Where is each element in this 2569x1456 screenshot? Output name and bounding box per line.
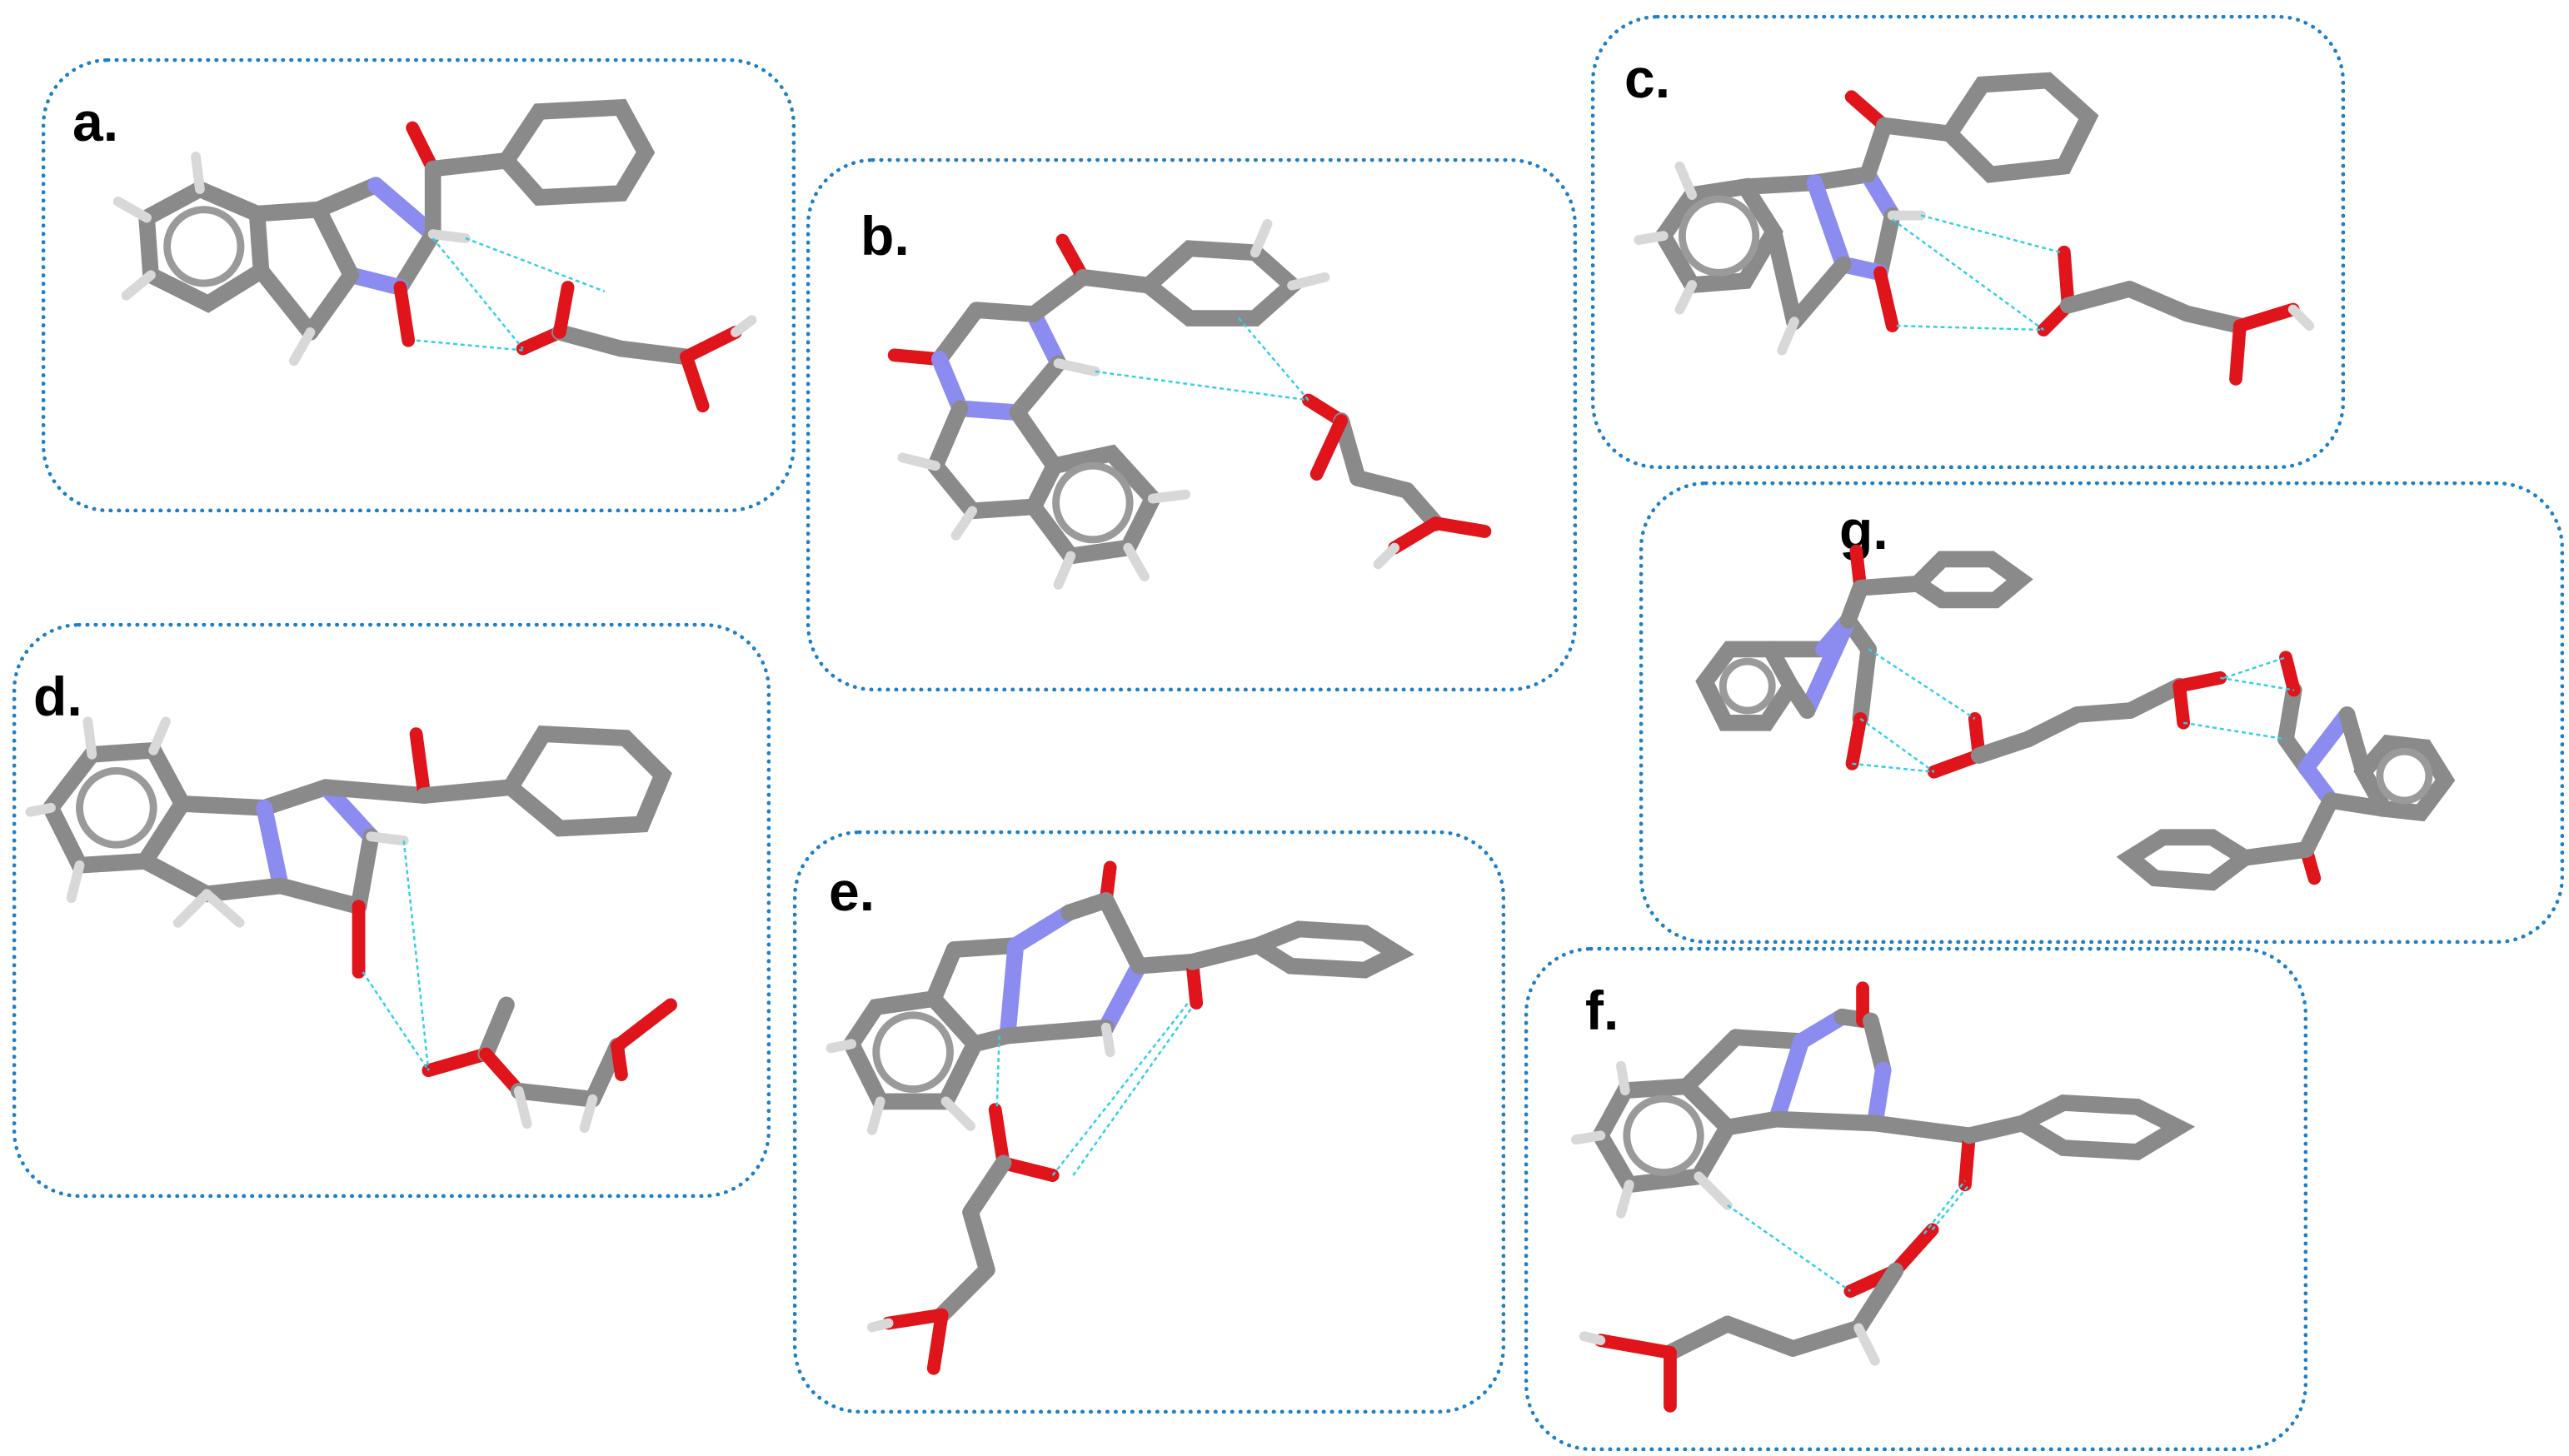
molecule-structure-f (1570, 981, 2196, 1413)
hydrogen-bond-contacts-a (416, 237, 606, 352)
panel-label-g: g. (1839, 499, 1888, 561)
hydrogen-bond-contacts-d (362, 840, 430, 1071)
coformer-d (422, 996, 677, 1134)
hydrogen-bond-contacts-b (1095, 317, 1309, 401)
coformer-g (1927, 671, 2227, 779)
molecule-structure-d (25, 716, 677, 1134)
panel-a: a. (42, 58, 796, 512)
host-molecule-a (112, 98, 656, 366)
panel-f: f. (1524, 947, 2307, 1451)
molecule-structure-e (826, 860, 1414, 1375)
host-molecule-c (1634, 72, 2099, 356)
hydrogen-bond-contacts-f (1727, 1179, 1970, 1293)
panel-label-e: e. (829, 860, 875, 922)
host-molecule-g-right (2116, 651, 2456, 891)
panel-b: b. (806, 158, 1577, 691)
coformer-a (516, 281, 757, 413)
host-molecule-f (1570, 981, 2196, 1219)
coformer-e (866, 1103, 1060, 1375)
hydrogen-bond-contacts-g (1852, 648, 2294, 773)
panel-c: c. (1591, 15, 2345, 469)
host-molecule-g-left (1695, 544, 2033, 770)
host-molecule-e (826, 860, 1414, 1135)
hydrogen-bond-contacts-c (1891, 214, 2061, 332)
molecule-structure-c (1634, 72, 2315, 386)
panel-label-a: a. (72, 91, 119, 152)
host-molecule-b (887, 218, 1330, 590)
molecule-structure-g (1695, 544, 2456, 891)
panel-d: d. (12, 623, 771, 1198)
hydrogen-bond-contacts-e (995, 1002, 1194, 1176)
panel-label-c: c. (1624, 47, 1671, 109)
panel-label-f: f. (1585, 980, 1619, 1041)
panel-label-b: b. (860, 205, 910, 267)
molecule-structure-a (112, 98, 757, 413)
panel-e: e. (793, 830, 1505, 1414)
host-molecule-d (25, 716, 672, 979)
panel-g: g. (1639, 481, 2564, 944)
panel-label-d: d. (33, 666, 82, 727)
coformer-c (2037, 245, 2315, 386)
coformer-b (1301, 393, 1492, 570)
molecule-structure-b (887, 218, 1492, 590)
coformer-f (1579, 1223, 1939, 1413)
